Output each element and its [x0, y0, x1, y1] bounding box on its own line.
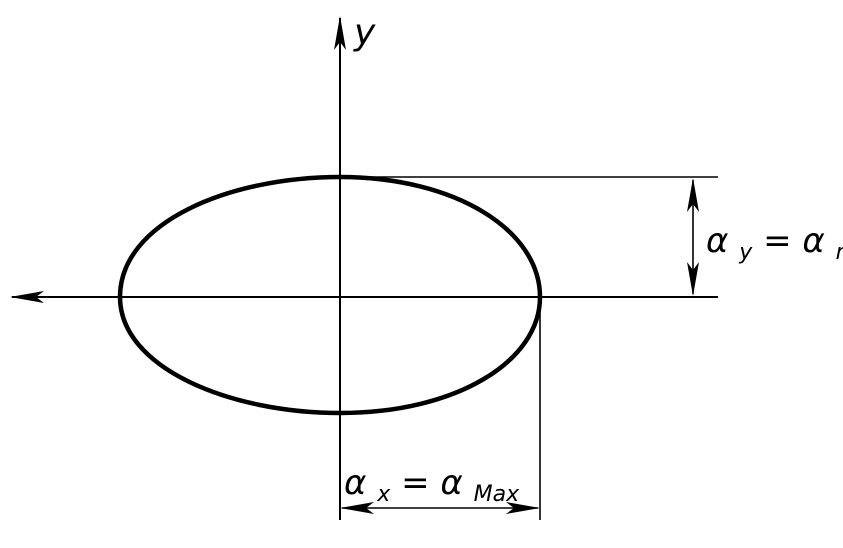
dim-h-symbol: α — [344, 463, 366, 503]
dim-v-equals: = — [763, 221, 792, 261]
vertical-dimension-label: α y = α min — [706, 221, 843, 268]
horizontal-dimension-label: α x = α Max — [344, 463, 520, 510]
dim-v-symbol2: α — [802, 221, 824, 261]
dim-h-symbol2: α — [440, 463, 462, 503]
dim-v-subscript2: min — [836, 240, 843, 265]
dim-h-subscript: x — [376, 482, 391, 507]
dim-v-subscript: y — [738, 240, 753, 265]
dim-h-subscript2: Max — [474, 482, 520, 507]
y-axis-label: y — [353, 12, 376, 53]
ellipse-curve — [117, 174, 543, 416]
dim-h-equals: = — [401, 463, 430, 503]
dim-v-symbol: α — [706, 221, 728, 261]
